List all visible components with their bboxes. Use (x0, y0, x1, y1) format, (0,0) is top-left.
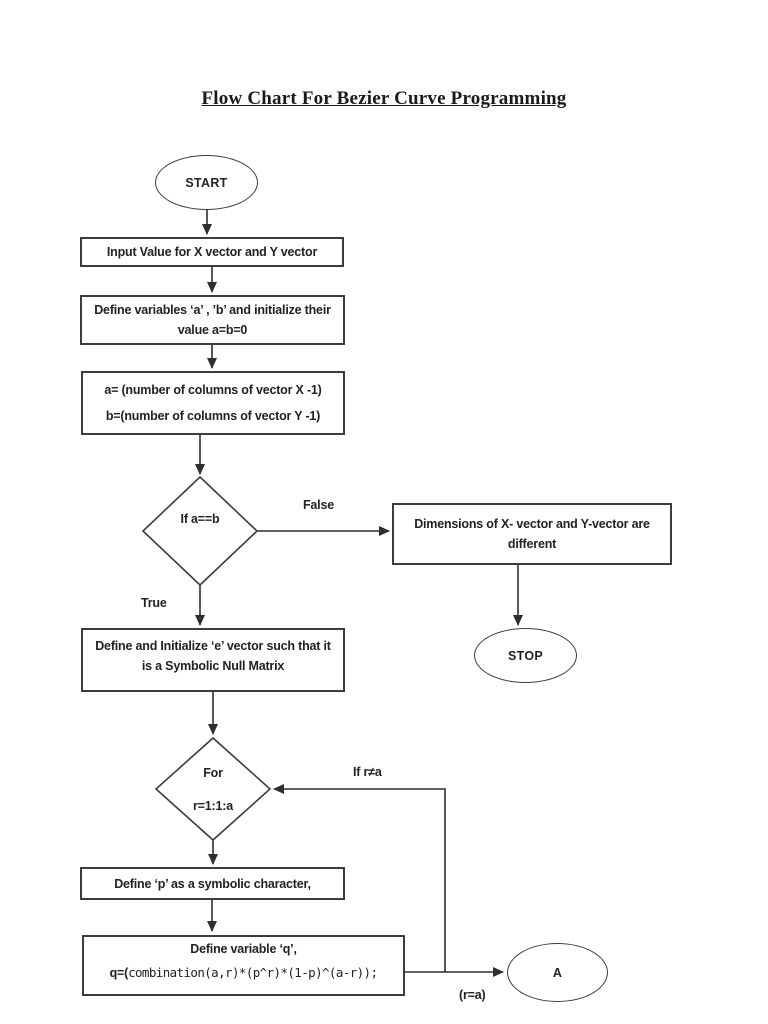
node-start: START (155, 155, 258, 210)
decision-for-loop-shape (154, 736, 272, 842)
node-input-values: Input Value for X vector and Y vector (80, 237, 344, 267)
node-define-q-formula-prefix: q=( (109, 966, 129, 980)
node-define-p: Define ‘p’ as a symbolic character, (80, 867, 345, 900)
node-define-e-line1: Define and Initialize ‘e’ vector such th… (95, 639, 331, 653)
decision-for-loop-line1: For (203, 765, 223, 780)
node-connector-a: A (507, 943, 608, 1002)
node-start-label: START (185, 175, 228, 190)
edge-label-false: False (303, 498, 334, 512)
node-define-e-line2: is a Symbolic Null Matrix (141, 659, 285, 673)
node-define-ab: Define variables ‘a’ , ’b’ and initializ… (80, 295, 345, 345)
decision-a-equals-b-shape (141, 475, 259, 587)
edge-label-loop-exit: (r=a) (459, 988, 486, 1002)
page-title: Flow Chart For Bezier Curve Programming (201, 88, 567, 109)
edge-label-true: True (141, 596, 167, 610)
edge-label-loop-repeat: If r≠a (353, 765, 382, 779)
node-define-ab-line1: Define variables ‘a’ , ’b’ and initializ… (94, 303, 331, 317)
node-define-p-label: Define ‘p’ as a symbolic character, (114, 876, 311, 891)
decision-for-loop-label: For r=1:1:a (156, 738, 270, 840)
node-define-q-formula: q=(combination(a,r)*(p^r)*(1-p)^(a-r)); (110, 963, 378, 983)
node-count-columns-line2: b=(number of columns of vector Y -1) (105, 409, 321, 424)
node-dimensions-differ-line1: Dimensions of X- vector and Y-vector are (414, 517, 650, 531)
decision-a-equals-b-label: If a==b (180, 512, 220, 526)
node-connector-a-label: A (552, 965, 563, 980)
node-input-values-label: Input Value for X vector and Y vector (106, 245, 318, 259)
node-define-e: Define and Initialize ‘e’ vector such th… (81, 628, 345, 692)
node-define-q-formula-body: combination(a,r)*(p^r)*(1-p)^(a-r)); (128, 965, 378, 980)
decision-for-loop-line2: r=1:1:a (193, 798, 233, 813)
node-count-columns: a= (number of columns of vector X -1) b=… (81, 371, 345, 435)
node-dimensions-differ-line2: different (507, 537, 557, 551)
node-dimensions-differ: Dimensions of X- vector and Y-vector are… (392, 503, 672, 565)
node-stop: STOP (474, 628, 577, 683)
node-define-ab-line2: value a=b=0 (177, 323, 248, 337)
edge-loop-back (273, 784, 446, 972)
node-define-q-line1: Define variable ‘q’, (190, 942, 297, 956)
node-define-q: Define variable ‘q’, q=(combination(a,r)… (82, 935, 405, 996)
node-stop-label: STOP (507, 648, 543, 663)
node-count-columns-line1: a= (number of columns of vector X -1) (104, 382, 322, 397)
